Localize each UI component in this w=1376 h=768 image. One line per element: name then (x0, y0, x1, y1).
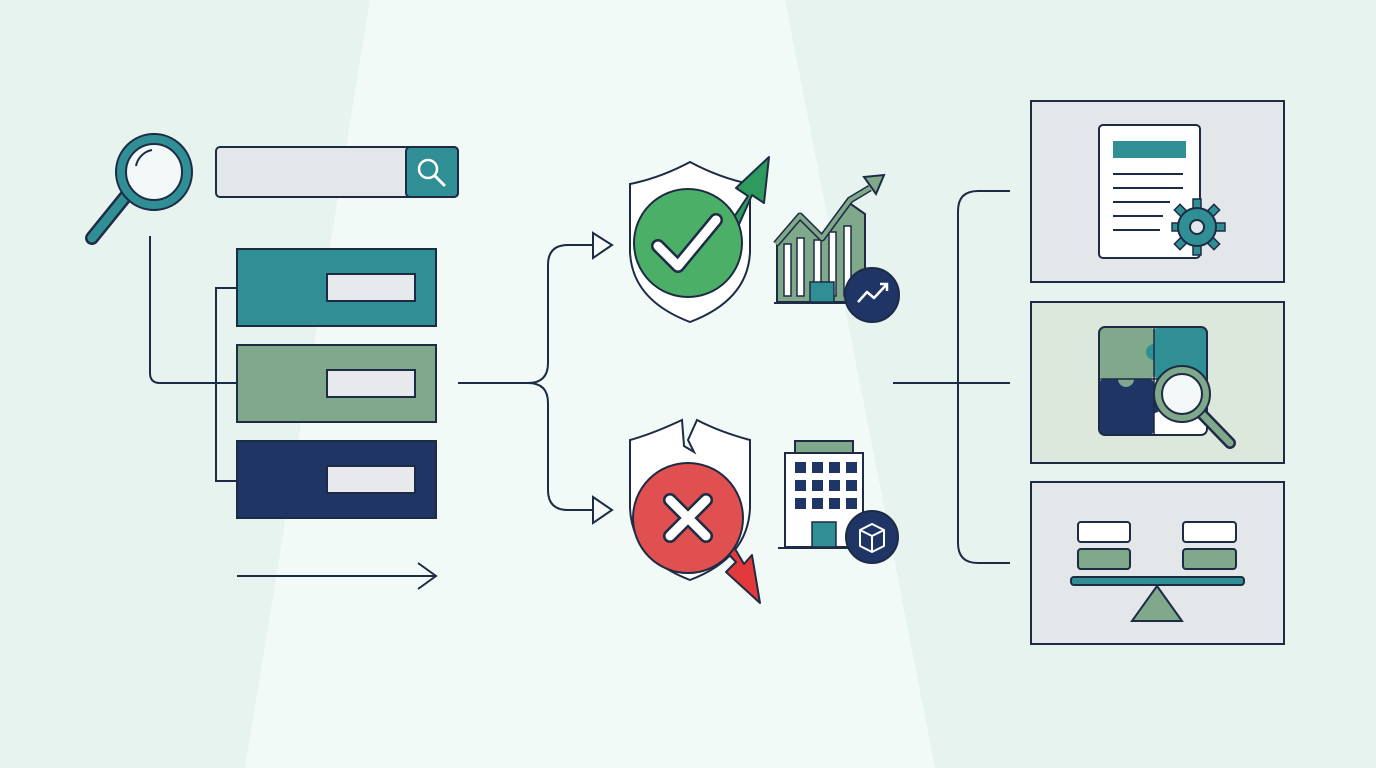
row-label-1 (326, 273, 416, 302)
fork-connector (458, 244, 593, 511)
list-row-2[interactable] (236, 344, 437, 423)
outcome-negative (629, 418, 899, 604)
magnifier-icon (1153, 365, 1236, 449)
building-growth-icon (773, 173, 886, 304)
fork-arrowhead-bottom (592, 495, 614, 525)
panel-1[interactable] (1030, 100, 1285, 283)
search-button[interactable] (405, 146, 459, 198)
package-badge-icon (845, 510, 899, 564)
balance-scale-icon (1070, 521, 1245, 622)
outcome-positive (629, 156, 900, 324)
x-mark (663, 493, 713, 543)
connector-search-to-list (149, 236, 237, 384)
list-row-3[interactable] (236, 440, 437, 519)
panel-bracket (893, 190, 1010, 564)
panel-2[interactable] (1030, 301, 1285, 464)
list-row-1[interactable] (236, 248, 437, 327)
trend-up-badge-icon (844, 267, 900, 323)
row-label-2 (326, 369, 416, 398)
panel-3[interactable] (1030, 481, 1285, 645)
fork-arrowhead-top (592, 231, 614, 260)
row-label-3 (326, 465, 416, 494)
list-bracket (215, 287, 237, 482)
right-arrow (237, 562, 438, 590)
magnifier-icon (85, 133, 193, 245)
gear-icon (1171, 198, 1226, 256)
search-icon (417, 158, 446, 187)
search-bar[interactable] (215, 146, 459, 198)
